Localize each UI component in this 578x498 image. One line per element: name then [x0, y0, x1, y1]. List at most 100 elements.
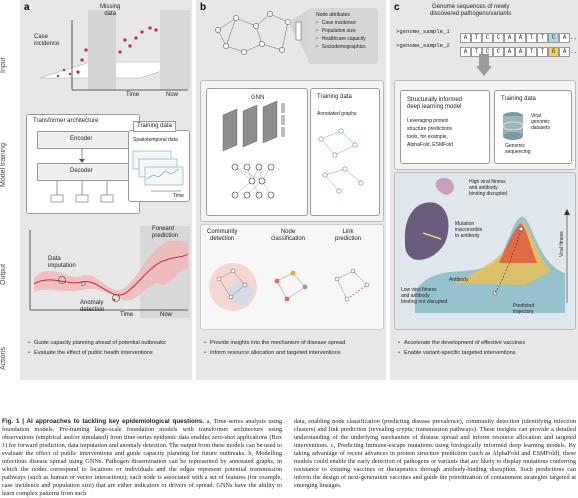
actions-b: Provide insights into the mechanism of d… [204, 338, 382, 358]
transformer-title: Transformer architecture [33, 118, 99, 124]
spatiotemporal-stack [132, 150, 184, 192]
caption-text-2: data, enabling node classification (pred… [294, 418, 576, 489]
decoder-label: Decoder [70, 168, 93, 174]
caption-column-2: data, enabling node classification (pred… [294, 418, 576, 490]
forward-prediction-label: Forward prediction [152, 226, 179, 239]
seq2-base-mutated: G [548, 47, 559, 57]
now-label-output: Now [160, 312, 173, 318]
down-arrow-icon [476, 54, 492, 76]
seq1-base: T [526, 33, 537, 43]
actions-a: Guide capacity planning ahead of potenti… [28, 338, 188, 358]
output-timeseries [29, 226, 190, 318]
model-description: Leveraging protein structure predictions… [407, 118, 453, 148]
row-label-input: Input [0, 57, 7, 73]
time-label-output: Time [120, 312, 134, 318]
action-b-1: Provide insights into the mechanism of d… [204, 338, 382, 348]
database-icon [502, 112, 524, 140]
caption-column-1: Fig. 1 | AI approaches to tackling key e… [2, 418, 282, 498]
panel-a: a Missing data Case incidence Time Now T… [20, 0, 192, 380]
figure: Input Model training Output Actions a Mi… [0, 0, 578, 412]
caption-label: Fig. 1 | AI approaches to tackling key e… [2, 418, 204, 425]
training-data-box-a: Training data Spatiotemporal data Time [128, 121, 190, 202]
panel-b-letter: b [200, 2, 207, 13]
node-attributes-title: Node attributes [316, 12, 350, 18]
training-data-label-b: Training data [317, 94, 352, 100]
encoder-box: Encoder [37, 131, 129, 149]
panel-c: c Genome sequences of newly discovered p… [390, 0, 578, 380]
genome-header: Genome sequences of newly discovered pat… [430, 4, 512, 17]
deep-learning-box: Structurally informed deep learning mode… [400, 90, 490, 164]
time-label-training: Time [173, 193, 184, 199]
row-label-model-training: Model training [0, 143, 7, 187]
low-fitness-label: Low viral fitness and antibody binding n… [401, 287, 448, 305]
gnn-output-area: Community detection Node classification … [200, 224, 384, 330]
panel-b: b Node attributes Case incidence Populat… [196, 0, 386, 380]
encoder-label: Encoder [70, 136, 93, 142]
node-attr-1: Case incidence [316, 19, 366, 27]
training-data-box-b: Training data Annotated graphs [310, 88, 380, 216]
seq2-base: T [537, 47, 548, 57]
row-label-output: Output [0, 263, 7, 285]
node-attr-3: Healthcare capacity [316, 35, 366, 43]
high-fitness-label: High viral fitness and antibody binding … [469, 179, 508, 197]
mutation-inaccessible-label: Mutation inaccessible to antibody [455, 221, 483, 239]
seq1-base: T [471, 33, 482, 43]
seq1-ellipsis: ... [570, 34, 578, 41]
genome-sample-2: >genome_sample_2 [396, 42, 450, 49]
action-a-2: Evaluate the effect of public health int… [28, 348, 188, 358]
caption-text-1: a, Time-series analysis using foundation… [2, 418, 283, 497]
training-data-label-c: Training data [501, 96, 536, 102]
action-c-1: Accelerate the development of effective … [398, 338, 574, 348]
training-data-label-a: Training data [133, 121, 176, 132]
seq2-base: A [515, 47, 526, 57]
seq1-base: A [515, 33, 526, 43]
now-label-input: Now [166, 92, 179, 98]
seq1-base: A [559, 33, 570, 43]
panel-a-letter: a [24, 2, 30, 13]
community-detection-label: Community detection [207, 229, 238, 242]
gnn-box: GNN [206, 88, 308, 216]
seq1-base: T [537, 33, 548, 43]
seq1-base: C [482, 33, 493, 43]
gnn-network [222, 100, 285, 199]
node-attributes-list: Case incidence Population size Healthcar… [316, 19, 366, 51]
node-attr-4: Sociodemographics [316, 43, 366, 51]
node-attr-2: Population size [316, 27, 366, 35]
gnn-output-graphs [209, 263, 370, 311]
link-prediction-label: Link prediction [335, 229, 362, 242]
fitness-landscape-plot [404, 177, 570, 313]
fitness-landscape: High viral fitness and antibody binding … [394, 172, 576, 330]
action-a-1: Guide capacity planning ahead of potenti… [28, 338, 188, 348]
viral-genomic-label: Viral genomic datasets [531, 113, 550, 131]
seq1-base-mutated: C [548, 33, 559, 43]
time-label-input: Time [126, 92, 140, 98]
panel-c-letter: c [394, 2, 400, 13]
node-classification-label: Node classification [271, 229, 306, 242]
actions-c: Accelerate the development of effective … [398, 338, 574, 358]
seq2-base: C [493, 47, 504, 57]
seq2-base: A [460, 47, 471, 57]
row-label-actions: Actions [0, 347, 7, 371]
annotated-graphs [318, 128, 364, 194]
genomic-sequencing-label: Genomic sequencing [505, 143, 531, 155]
case-incidence-label: Case incidence [34, 34, 60, 47]
input-graph [215, 10, 308, 58]
data-imputation-label: Data imputation [48, 256, 76, 269]
seq1-base: A [504, 33, 515, 43]
seq1-base: A [460, 33, 471, 43]
seq2-base: T [471, 47, 482, 57]
action-c-2: Enable variant-specific targeted interve… [398, 348, 574, 358]
seq2-base: A [504, 47, 515, 57]
transformer-box: Transformer architecture Encoder Decoder [26, 114, 140, 214]
input-timeseries [39, 10, 191, 91]
decoder-box: Decoder [37, 163, 129, 181]
antibody-label: Antibody [449, 277, 469, 283]
training-data-box-c: Training data Viral genomic datasets Gen… [494, 90, 572, 164]
seq2-base: A [559, 47, 570, 57]
transformer-arrows [50, 148, 114, 203]
annotated-graphs-label: Annotated graphs [317, 111, 357, 117]
seq2-base: T [526, 47, 537, 57]
node-attributes-box: Node attributes Case incidence Populatio… [308, 8, 378, 64]
